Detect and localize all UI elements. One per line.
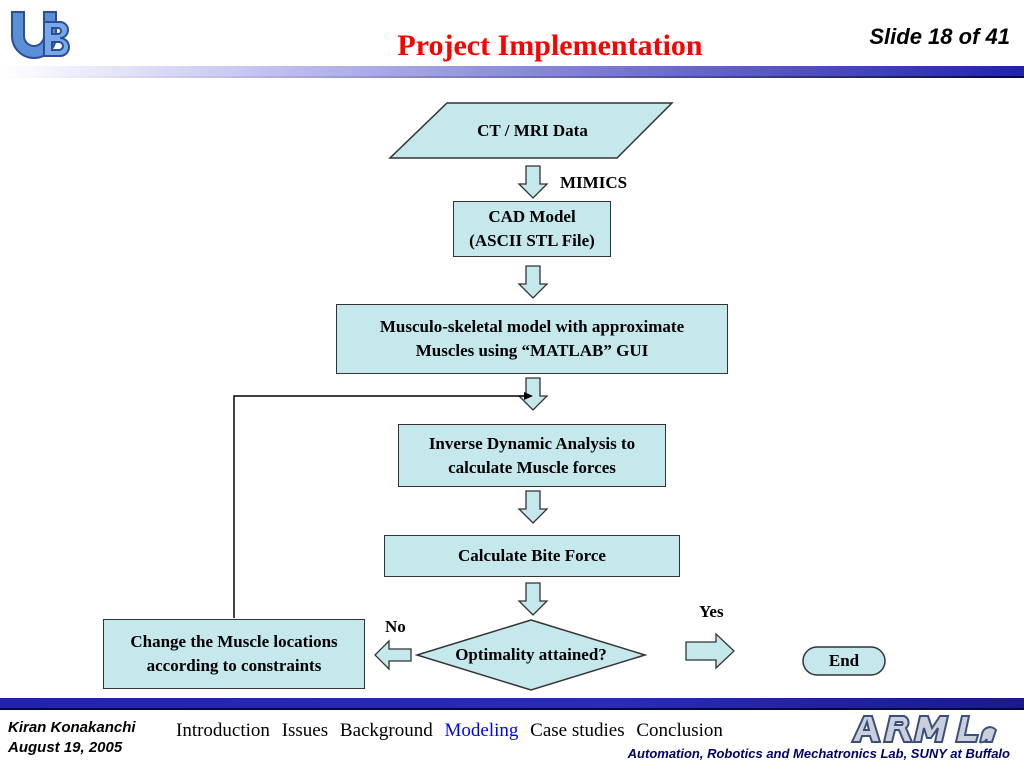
nav-case-studies[interactable]: Case studies <box>530 720 625 741</box>
no-label: No <box>385 617 406 636</box>
cad-model-line-2: (ASCII STL File) <box>469 231 595 250</box>
lab-name: Automation, Robotics and Mechatronics La… <box>627 746 1010 761</box>
input-label: CT / MRI Data <box>477 120 588 140</box>
footer-line <box>0 708 1024 710</box>
input-parallelogram <box>388 102 674 159</box>
arm-lab-logo-icon <box>850 715 998 744</box>
arrow-right-yes <box>685 632 735 670</box>
arrow-down-5 <box>518 582 548 616</box>
yes-label: Yes <box>699 602 724 621</box>
nav-issues[interactable]: Issues <box>281 720 329 741</box>
arrow-down-4 <box>518 490 548 524</box>
inverse-line-2: calculate Muscle forces <box>448 457 616 477</box>
author-name: Kiran Konakanchi <box>8 719 136 736</box>
change-line-2: according to constraints <box>146 656 322 675</box>
flowchart-canvas <box>233 102 886 691</box>
change-line-1: Change the Muscle locations <box>130 632 338 651</box>
feedback-arrowhead <box>524 392 533 400</box>
page-title: Project Implementation <box>397 29 703 62</box>
arrow-down-2 <box>518 265 548 299</box>
header-bar <box>0 66 1024 76</box>
decision-label: Optimality attained? <box>455 645 607 664</box>
header-line <box>0 76 1024 78</box>
arrow-left-no <box>374 639 412 671</box>
nav-modeling[interactable]: Modeling <box>444 720 519 741</box>
footer-bar <box>0 698 1024 708</box>
ub-logo-icon <box>11 11 70 59</box>
cad-model-box: CAD Model (ASCII STL File) <box>453 201 611 257</box>
change-muscles-box: Change the Muscle locations according to… <box>103 619 365 689</box>
nav-introduction[interactable]: Introduction <box>176 720 270 741</box>
musculo-line-1: Musculo-skeletal model with approximate <box>379 317 685 336</box>
nav-background[interactable]: Background <box>339 720 433 741</box>
author-block: Kiran Konakanchi August 19, 2005 <box>8 718 136 758</box>
mimics-label: MIMICS <box>560 173 628 192</box>
end-label: End <box>828 651 860 670</box>
arrow-down-1 <box>518 165 548 199</box>
end-terminal <box>802 646 886 676</box>
arrow-down-3 <box>518 377 548 411</box>
cad-model-line-1: CAD Model <box>488 207 576 226</box>
section-nav: Introduction Issues Background Modeling … <box>176 720 730 742</box>
decision-diamond <box>414 619 648 691</box>
slide-number: Slide 18 of 41 <box>869 24 1010 49</box>
bite-force-box: Calculate Bite Force <box>384 535 680 577</box>
presentation-date: August 19, 2005 <box>8 739 123 756</box>
musculo-line-2: Muscles using “MATLAB” GUI <box>415 341 649 360</box>
musculo-model-box: Musculo-skeletal model with approximate … <box>336 304 728 374</box>
inverse-line-1: Inverse Dynamic Analysis to <box>428 433 636 453</box>
inverse-dynamics-box: Inverse Dynamic Analysis to calculate Mu… <box>398 424 666 487</box>
feedback-loop-line <box>233 395 527 618</box>
nav-conclusion[interactable]: Conclusion <box>636 720 723 741</box>
